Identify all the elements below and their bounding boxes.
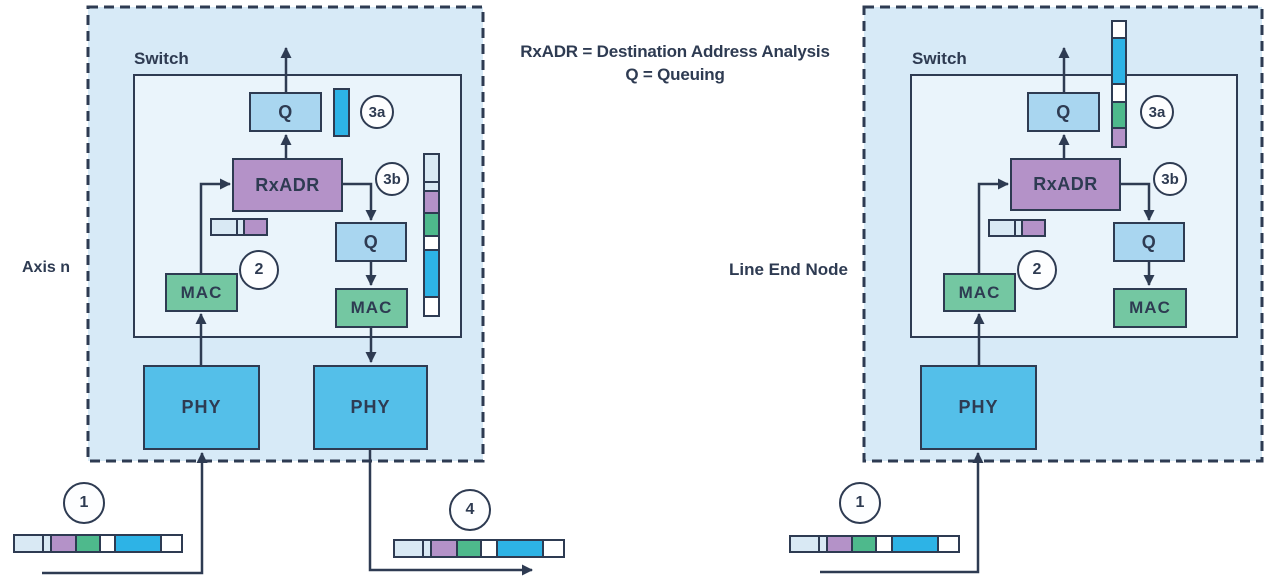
frame-segment (41, 536, 50, 551)
line-end-frame-egress-bar (1111, 20, 1127, 148)
line-end-node-label: Line End Node (729, 260, 848, 279)
line-end-mac-ingress-block: MAC (943, 273, 1016, 312)
frame-segment (791, 537, 819, 551)
legend-line-rxadr: RxADR = Destination Address Analysis (520, 42, 830, 61)
line-end-step2-badge: 2 (1017, 250, 1057, 290)
line-end-mac-egress-block: MAC (1113, 288, 1187, 328)
axis-queue-top-block: Q (249, 92, 322, 132)
frame-segment (243, 220, 266, 234)
axis-step3b-badge: 3b (375, 162, 409, 196)
frame-segment (541, 541, 563, 556)
frame-segment (1113, 22, 1125, 38)
axis-output-frame-bar (393, 539, 565, 558)
axis-frame-partial-bar (210, 218, 268, 236)
frame-segment (212, 220, 237, 234)
line-end-step3b-badge: 3b (1153, 162, 1187, 196)
line-end-step3a-badge: 3a (1140, 95, 1174, 129)
frame-segment (1113, 101, 1125, 127)
frame-segment (236, 220, 244, 234)
axis-frame-vertical-bar (423, 153, 440, 317)
axis-step4-badge: 4 (449, 489, 491, 531)
axis-rxadr-block: RxADR (232, 158, 343, 212)
axis-mac-ingress-block: MAC (165, 273, 238, 312)
axis-queue-egress-block: Q (335, 222, 407, 262)
frame-segment (159, 536, 181, 551)
frame-segment (98, 536, 115, 551)
axis-phy-egress-block: PHY (313, 365, 428, 450)
frame-segment (818, 537, 826, 551)
frame-segment (425, 189, 438, 212)
frame-segment (114, 536, 160, 551)
axis-step1-badge: 1 (63, 482, 105, 524)
line-end-input-frame-bar (789, 535, 960, 553)
frame-segment (825, 537, 852, 551)
frame-segment (1021, 221, 1044, 235)
axis-switch-label: Switch (134, 49, 189, 68)
frame-segment (74, 536, 99, 551)
frame-segment (425, 234, 438, 250)
frame-segment (1014, 221, 1022, 235)
line-end-queue-egress-block: Q (1113, 222, 1185, 262)
axis-step2-badge: 2 (239, 250, 279, 290)
frame-segment (851, 537, 876, 551)
frame-segment (495, 541, 542, 556)
axis-mac-egress-block: MAC (335, 288, 408, 328)
frame-segment (1113, 82, 1125, 102)
frame-segment (15, 536, 42, 551)
frame-segment (425, 180, 438, 190)
frame-segment (425, 211, 438, 235)
legend: RxADR = Destination Address Analysis Q =… (480, 40, 870, 86)
frame-segment (395, 541, 423, 556)
frame-segment (49, 536, 75, 551)
frame-segment (936, 537, 958, 551)
line-end-step1-badge: 1 (839, 482, 881, 524)
frame-segment (425, 296, 438, 315)
line-end-phy-ingress-block: PHY (920, 365, 1037, 450)
axis-phy-ingress-block: PHY (143, 365, 260, 450)
line-end-queue-top-block: Q (1027, 92, 1100, 132)
frame-segment (1113, 126, 1125, 146)
frame-segment (479, 541, 496, 556)
frame-segment (422, 541, 431, 556)
frame-segment (425, 249, 438, 297)
frame-segment (891, 537, 937, 551)
axis-step3a-badge: 3a (360, 95, 394, 129)
axis-node-label: Axis n (22, 259, 71, 276)
axis-queued-fragment-bar (333, 88, 350, 137)
line-end-frame-partial-bar (988, 219, 1046, 237)
axis-input-frame-bar (13, 534, 183, 553)
frame-segment (335, 90, 348, 135)
frame-segment (1113, 37, 1125, 83)
line-end-rxadr-block: RxADR (1010, 158, 1121, 211)
frame-segment (875, 537, 892, 551)
frame-segment (990, 221, 1015, 235)
frame-segment (455, 541, 480, 556)
frame-segment (425, 155, 438, 181)
frame-segment (430, 541, 456, 556)
legend-line-q: Q = Queuing (625, 65, 725, 84)
line-end-switch-label: Switch (912, 49, 967, 68)
